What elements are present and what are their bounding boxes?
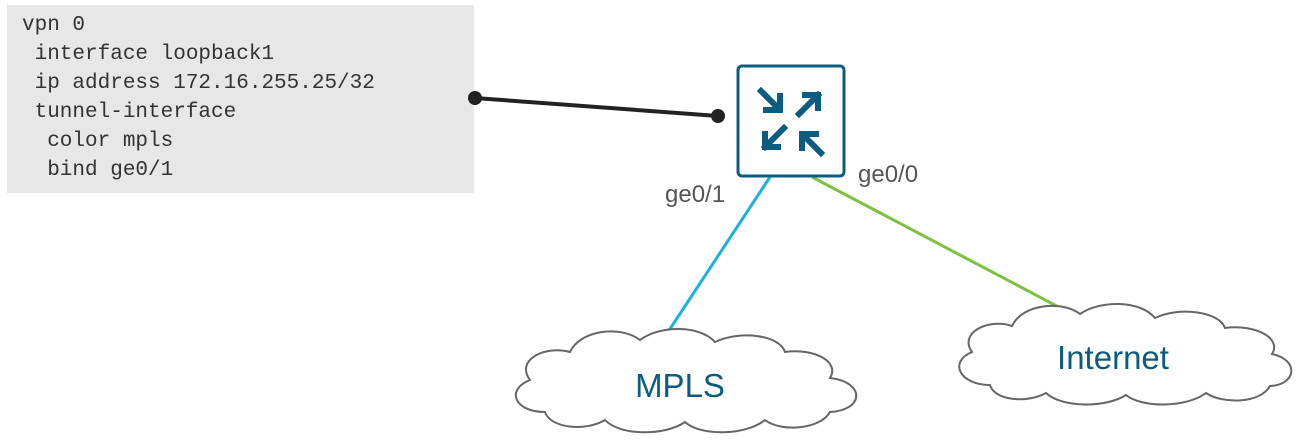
mpls-link [662,176,772,339]
mpls-interface-label: ge0/1 [665,181,725,208]
config-line: tunnel-interface [22,101,237,124]
internet-link [811,175,1069,314]
config-line: interface loopback1 [22,43,275,66]
mpls-cloud: MPLS [514,328,858,434]
config-line: vpn 0 [22,14,86,37]
config-line: ip address 172.16.255.25/32 [22,72,375,95]
connector-line [474,96,719,118]
internet-interface-label: ge0/0 [858,161,918,188]
connector-start-dot [468,91,482,105]
config-line: bind ge0/1 [22,159,174,182]
router-icon [736,64,846,178]
connector-end-dot [711,109,725,123]
internet-cloud-label: Internet [1057,339,1169,376]
internet-cloud: Internet [958,303,1293,406]
config-line: color mpls [22,130,174,153]
config-box: vpn 0 interface loopback1 ip address 172… [7,5,474,193]
mpls-cloud-label: MPLS [635,367,725,404]
